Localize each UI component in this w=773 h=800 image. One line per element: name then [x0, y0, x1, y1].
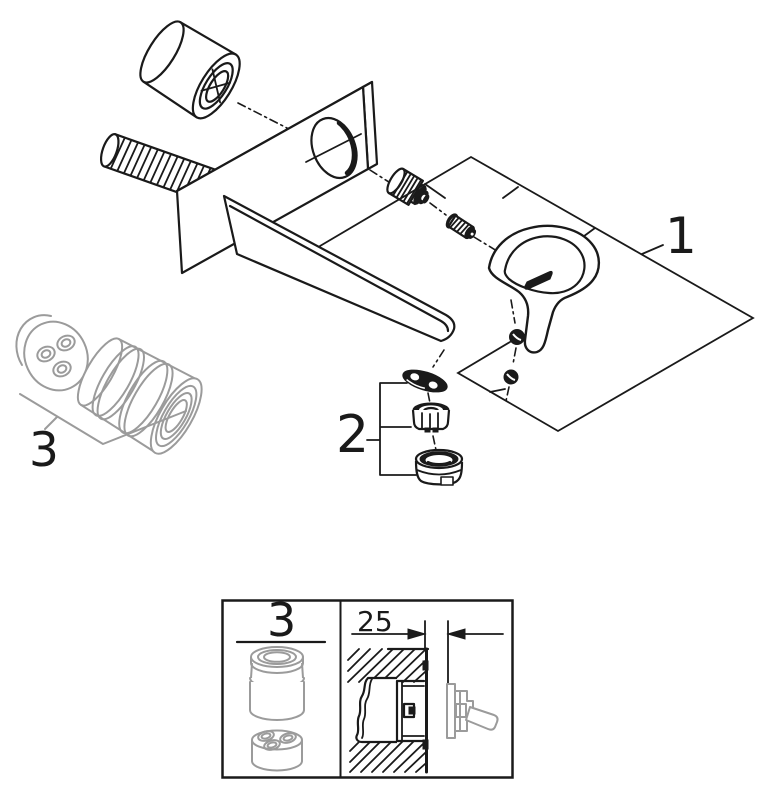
inset-sleeve-drawing	[249, 646, 305, 721]
escutcheon-preview-drawing	[446, 683, 499, 739]
axis-sleeve-to-plate	[237, 102, 288, 129]
inset-detail-label: 3	[267, 593, 296, 647]
wall-plate-drawing	[175, 80, 379, 275]
label1-leader	[641, 244, 664, 255]
dimension-value: 25	[357, 605, 393, 638]
axis-insert-to-housing	[432, 435, 437, 451]
part3-label: 3	[29, 423, 59, 478]
aerator-housing-drawing	[414, 448, 464, 486]
axis-screw-to-handle	[473, 236, 498, 252]
concealed-body-drawing	[355, 676, 426, 744]
part3-reference-drawing	[15, 314, 203, 455]
part1-label: 1	[665, 207, 697, 265]
inset-detail3-panel: 3	[235, 593, 327, 772]
wall-section-drawing	[347, 647, 430, 774]
handle-badge-slot	[524, 270, 553, 290]
part3-leader	[19, 393, 187, 445]
handle-sleeve-drawing	[139, 20, 241, 120]
axis-gasket-to-insert	[427, 392, 431, 404]
inset-disc-drawing	[251, 729, 303, 772]
cartridge-nut-drawing	[386, 167, 430, 206]
lever-handle-drawing	[487, 224, 601, 354]
dimension-annotation	[351, 620, 504, 689]
axis-spout-to-gasket	[432, 349, 445, 368]
spout-drawing	[222, 194, 456, 343]
gasket-drawing	[402, 369, 448, 393]
group1-boundary	[319, 155, 755, 433]
axis-nut-to-screw	[429, 202, 447, 216]
grub-screw-drawing	[445, 213, 477, 240]
part2-label: 2	[336, 405, 369, 465]
aerator-insert-drawing	[411, 402, 451, 433]
inset-wall-section-panel: 25	[347, 605, 504, 774]
group2-bracket	[366, 382, 417, 476]
handle-screws-drawing	[503, 299, 525, 402]
